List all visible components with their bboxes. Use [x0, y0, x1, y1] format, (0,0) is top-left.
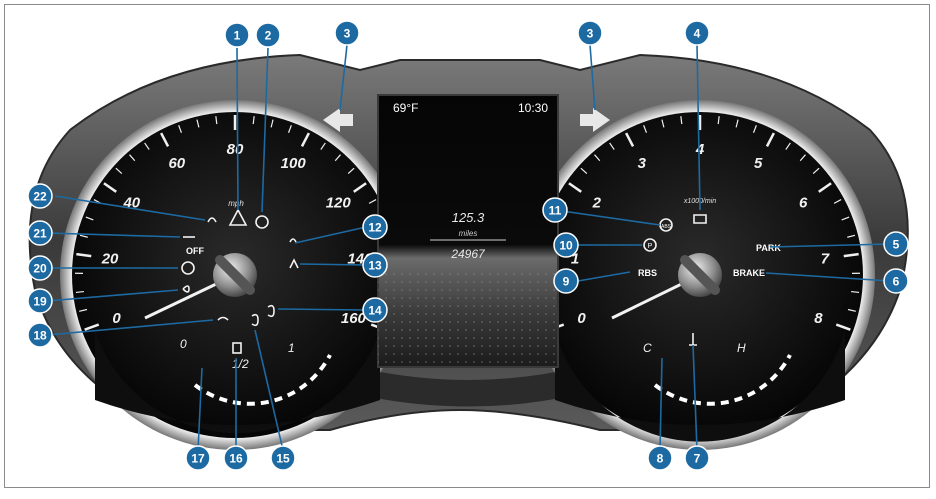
diagram-frame [4, 4, 930, 488]
